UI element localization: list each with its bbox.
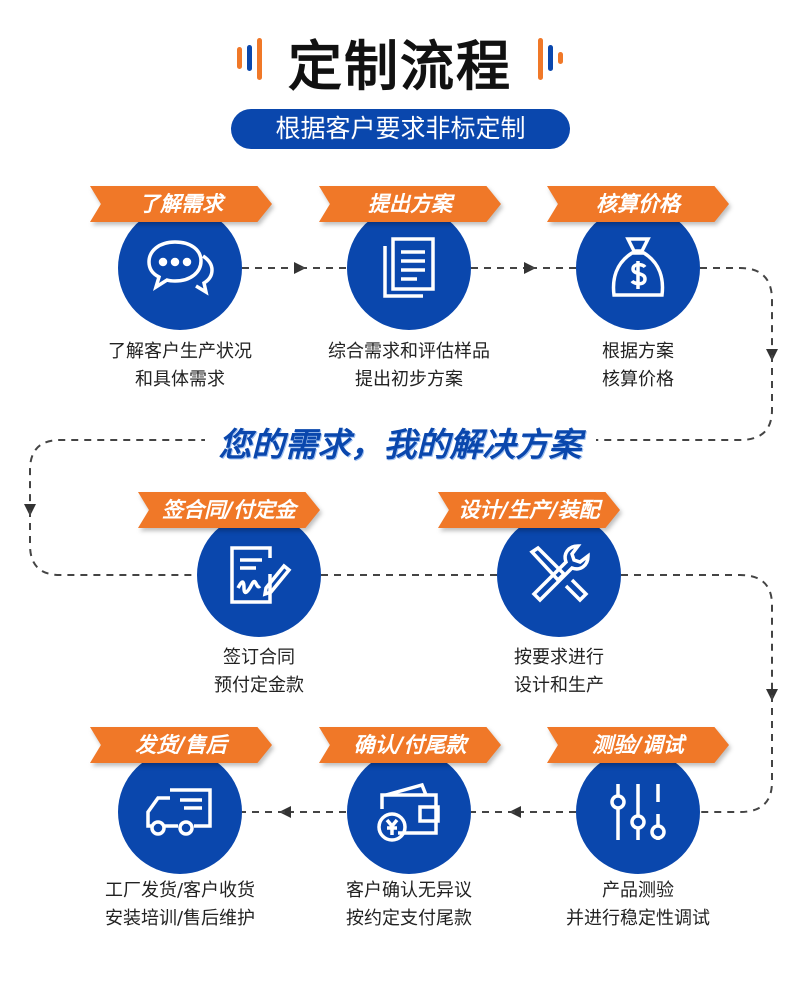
step-3-banner: 核算价格 (547, 186, 729, 222)
step-7-banner: 确认/付尾款 (319, 727, 501, 763)
title-decoration (538, 38, 543, 80)
step-4-circle (197, 513, 321, 637)
contract-sign-icon (230, 546, 292, 604)
title-decoration (247, 45, 252, 71)
title-decoration (558, 52, 563, 64)
step-1-banner: 了解需求 (90, 186, 272, 222)
connector-5-6 (621, 574, 778, 701)
step-1-description: 了解客户生产状况和具体需求 (108, 341, 252, 390)
documents-icon (383, 237, 435, 298)
title-decoration (548, 45, 553, 71)
step-1-circle (118, 206, 242, 330)
step-5-banner: 设计/生产/装配 (438, 492, 620, 528)
title-decoration (237, 47, 242, 69)
subtitle-pill: 根据客户要求非标定制 (231, 109, 570, 149)
step-7-description: 客户确认无异议按约定支付尾款 (346, 880, 472, 929)
step-3-description: 根据方案核算价格 (602, 341, 674, 390)
page-title: 定制流程 (288, 35, 512, 98)
money-bag-icon (611, 237, 665, 297)
step-7-circle (347, 750, 471, 874)
step-8-circle (118, 750, 242, 874)
tools-icon (529, 544, 590, 603)
chat-bubbles-icon (147, 240, 214, 296)
title-decoration (257, 38, 262, 80)
step-8-banner: 发货/售后 (90, 727, 272, 763)
connector-3-4 (700, 267, 778, 361)
step-5-description: 按要求进行设计和生产 (514, 647, 604, 696)
step-2-description: 综合需求和评估样品提出初步方案 (328, 341, 490, 390)
wallet-yuan-icon (377, 782, 440, 842)
step-6-banner: 测验/调试 (547, 727, 729, 763)
step-2-banner: 提出方案 (319, 186, 501, 222)
step-8-description: 工厂发货/客户收货安装培训/售后维护 (104, 880, 256, 929)
slogan: 您的需求，我的解决方案 (0, 418, 800, 466)
step-4-banner: 签合同/付定金 (138, 492, 320, 528)
step-2-circle (347, 206, 471, 330)
sliders-icon (610, 784, 666, 840)
truck-icon (146, 788, 212, 836)
step-5-circle (497, 513, 621, 637)
step-3-circle (576, 206, 700, 330)
step-6-description: 产品测验并进行稳定性调试 (566, 880, 710, 929)
step-6-circle (576, 750, 700, 874)
step-4-description: 签订合同预付定金款 (214, 647, 304, 696)
